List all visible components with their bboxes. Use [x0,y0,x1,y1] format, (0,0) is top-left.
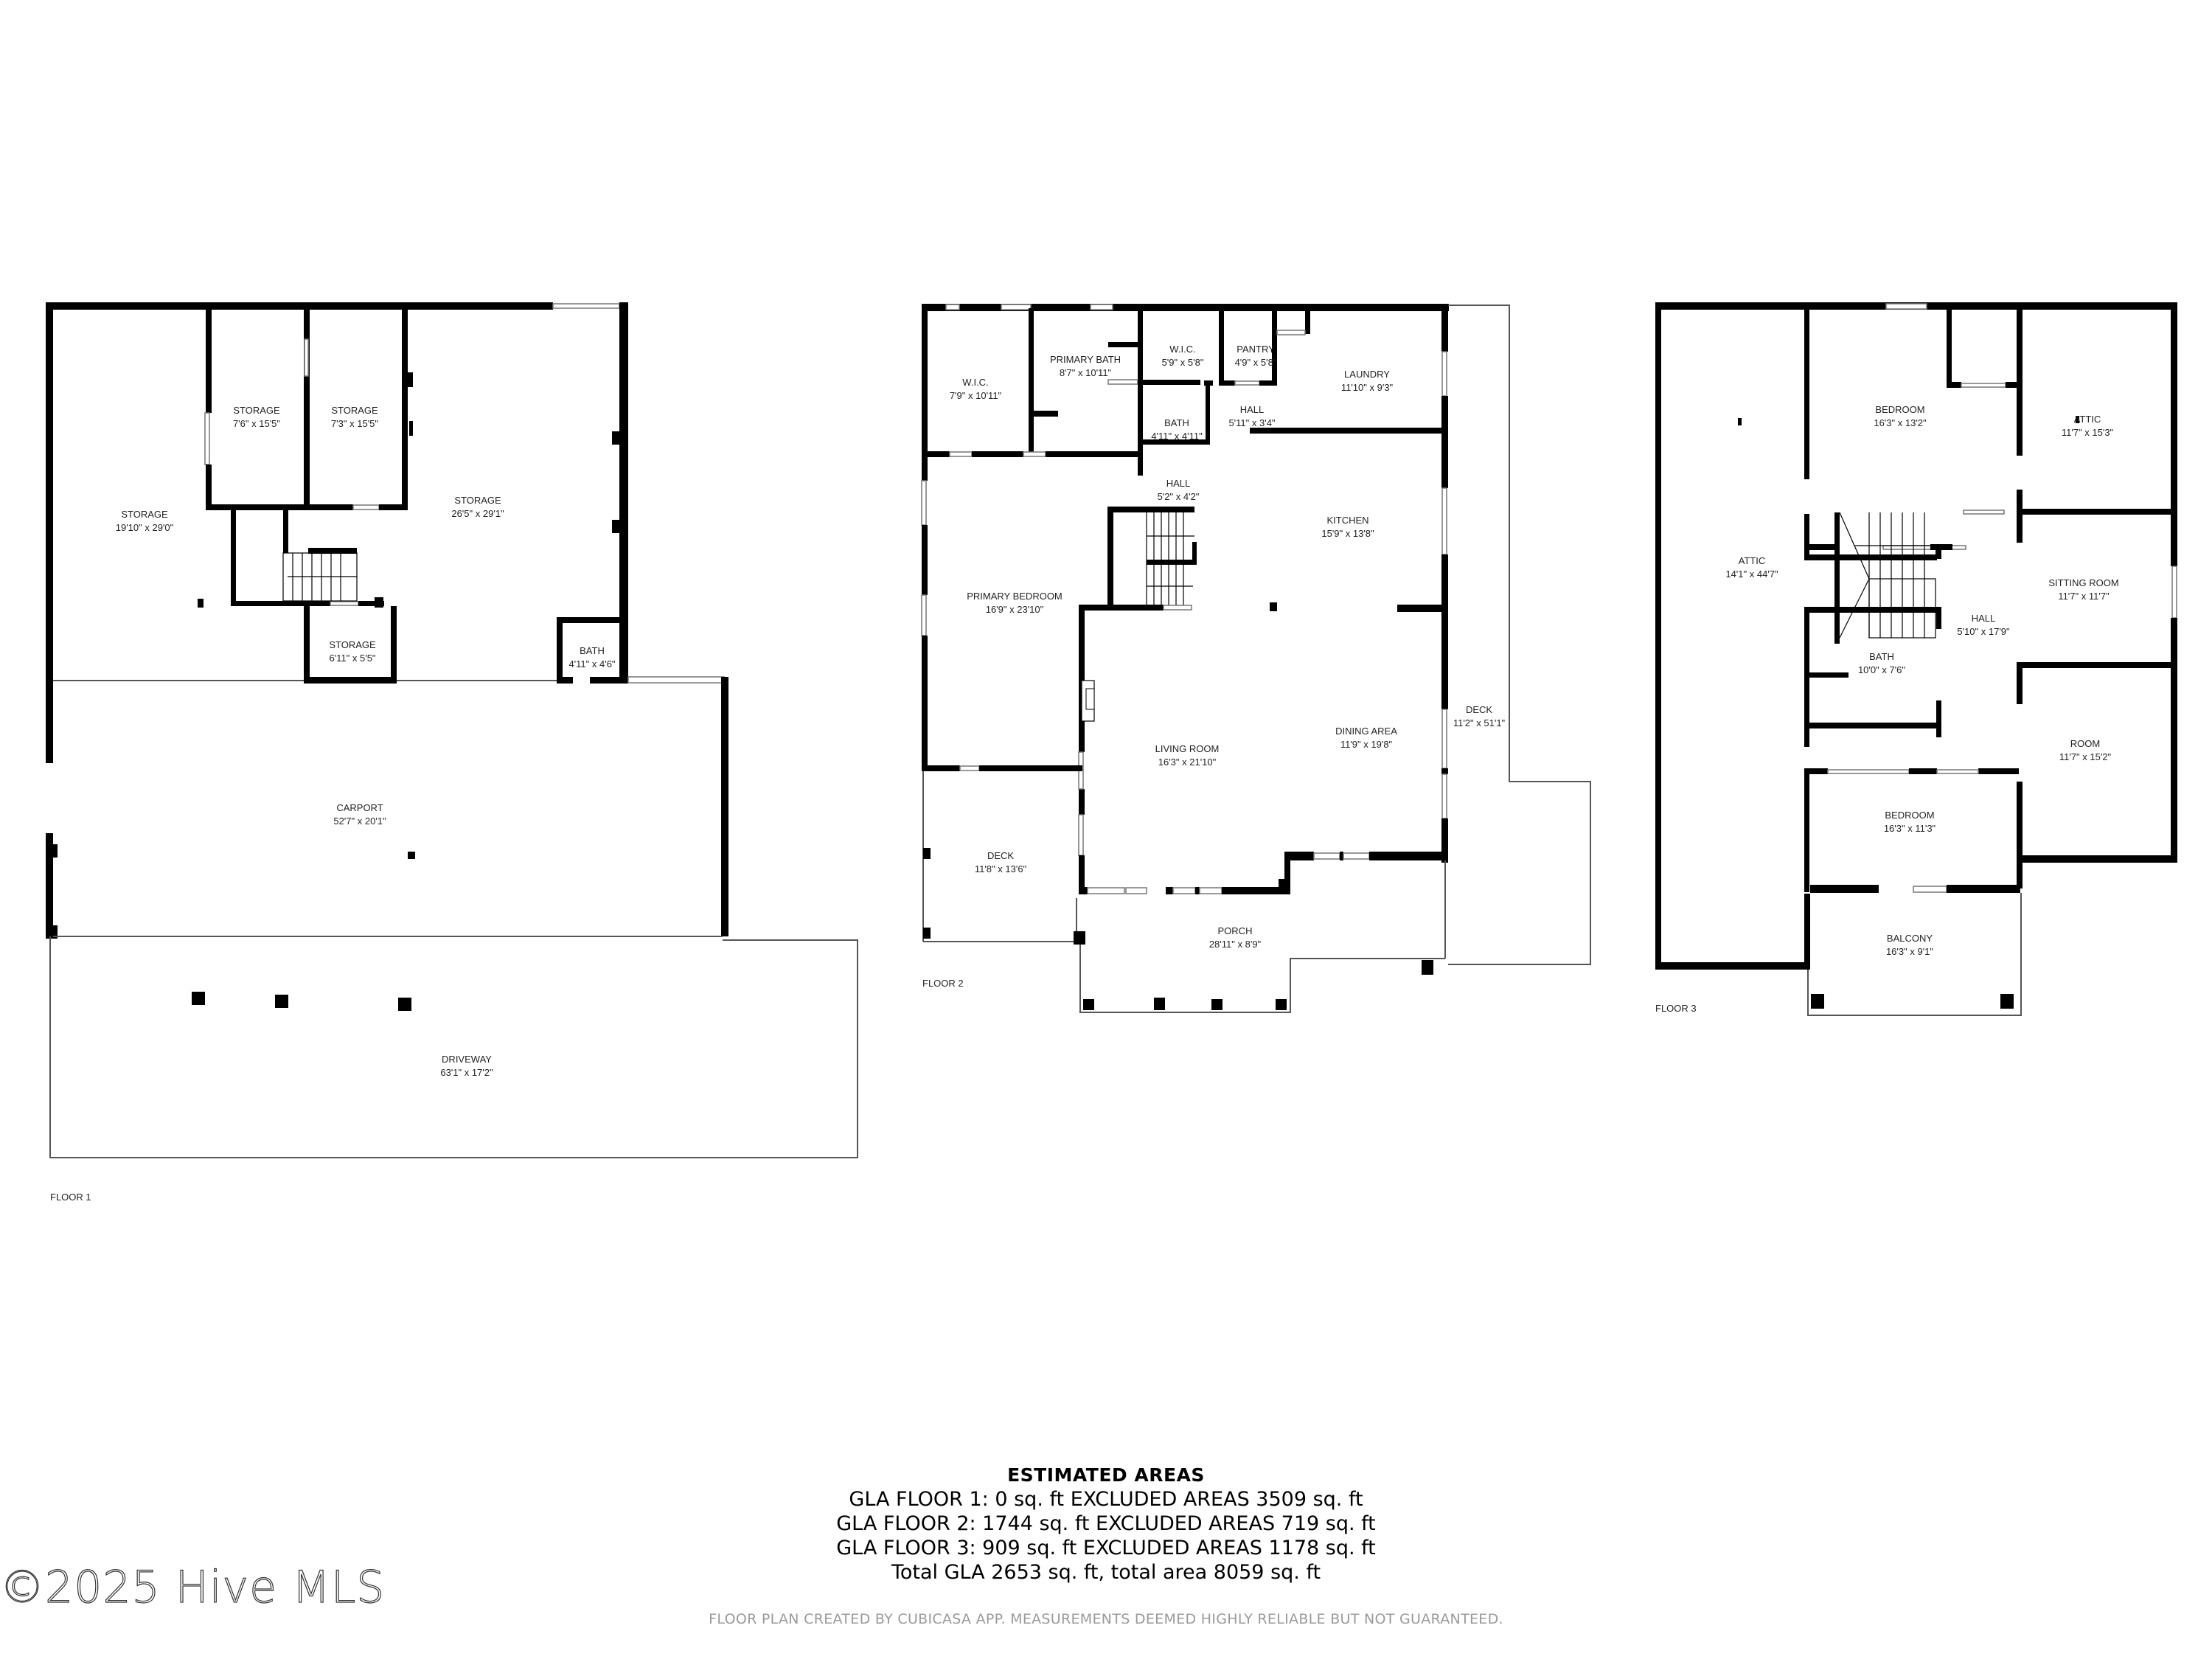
room-name: PORCH [1218,925,1253,936]
area-line-floor-1: GLA FLOOR 1: 0 sq. ft EXCLUDED AREAS 350… [849,1488,1363,1511]
floor-3-label: FLOOR 3 [1655,1003,1697,1014]
floor-1-label: FLOOR 1 [50,1192,91,1203]
room-name: BEDROOM [1885,810,1934,821]
room-dims: 6'11" x 5'5" [329,653,375,664]
room-dims: 16'3" x 21'10" [1158,757,1217,768]
floor-2-labels: W.I.C. 7'9" x 10'11" PRIMARY BATH 8'7" x… [922,344,1506,989]
room-name: KITCHEN [1326,515,1368,526]
room-name: PANTRY [1237,344,1275,355]
room-name: HALL [1972,613,1996,624]
room-name: W.I.C. [1169,344,1195,355]
room-dims: 4'9" x 5'8" [1235,357,1277,368]
room-name: STORAGE [329,639,376,650]
room-name: BEDROOM [1875,404,1924,415]
floor-2-label: FLOOR 2 [922,978,964,989]
disclaimer: FLOOR PLAN CREATED BY CUBICASA APP. MEAS… [709,1611,1503,1627]
room-dims: 11'2" x 51'1" [1453,717,1506,728]
room-name: STORAGE [454,495,501,506]
room-dims: 15'9" x 13'8" [1321,528,1374,539]
floor-3-labels: ATTIC 14'1" x 44'7" BEDROOM 16'3" x 13'2… [1655,404,2119,1014]
room-name: DRIVEWAY [442,1054,492,1065]
floor-3-plan [1655,302,2177,1016]
room-dims: 11'10" x 9'3" [1341,382,1394,393]
room-name: CARPORT [336,802,383,813]
room-dims: 8'7" x 10'11" [1060,367,1112,378]
room-dims: 11'7" x 15'2" [2059,751,2112,762]
room-name: ROOM [2070,738,2100,749]
room-name: DINING AREA [1335,726,1397,737]
estimated-areas-title: ESTIMATED AREAS [1007,1464,1205,1486]
room-dims: 11'7" x 11'7" [2058,591,2110,602]
room-name: ATTIC [1739,555,1766,566]
room-dims: 10'0" x 7'6" [1858,664,1905,675]
room-name: BATH [1869,651,1894,662]
room-dims: 7'3" x 15'5" [331,418,378,429]
room-dims: 5'10" x 17'9" [1957,626,2010,637]
room-name: ATTIC [2074,414,2101,425]
room-dims: 16'3" x 13'2" [1874,417,1927,428]
room-dims: 5'9" x 5'8" [1162,357,1204,368]
room-dims: 16'3" x 9'1" [1886,946,1933,957]
room-dims: 14'1" x 44'7" [1725,568,1778,580]
room-name: BATH [1164,417,1189,428]
room-dims: 5'2" x 4'2" [1158,491,1200,502]
room-name: HALL [1166,478,1191,489]
room-name: DECK [987,850,1014,861]
floor-1-plan [46,302,858,1158]
room-name: LAUNDRY [1344,369,1390,380]
room-name: W.I.C. [962,377,988,388]
room-dims: 63'1" x 17'2" [440,1067,493,1078]
room-dims: 19'10" x 29'0" [116,522,174,533]
room-name: DECK [1466,704,1492,715]
room-dims: 52'7" x 20'1" [333,815,386,827]
room-name: PRIMARY BEDROOM [967,591,1062,602]
floor-1-labels: STORAGE 19'10" x 29'0" STORAGE 7'6" x 15… [50,405,616,1203]
area-line-floor-2: GLA FLOOR 2: 1744 sq. ft EXCLUDED AREAS … [836,1512,1376,1535]
room-name: LIVING ROOM [1155,743,1220,754]
room-name: STORAGE [233,405,280,416]
room-name: HALL [1240,404,1265,415]
room-dims: 5'11" x 3'4" [1228,417,1275,428]
floor-2-plan [921,304,1591,1013]
room-dims: 4'11" x 4'11" [1151,431,1203,442]
room-dims: 16'9" x 23'10" [986,604,1044,615]
room-dims: 16'3" x 11'3" [1884,823,1936,834]
room-dims: 11'8" x 13'6" [975,863,1027,874]
room-name: PRIMARY BATH [1050,354,1121,365]
room-name: STORAGE [121,509,168,520]
room-dims: 4'11" x 4'6" [568,658,615,669]
room-name: BATH [580,645,605,656]
room-name: BALCONY [1887,933,1933,944]
area-line-floor-3: GLA FLOOR 3: 909 sq. ft EXCLUDED AREAS 1… [836,1537,1376,1559]
area-line-total: Total GLA 2653 sq. ft, total area 8059 s… [891,1561,1321,1584]
room-dims: 11'9" x 19'8" [1340,739,1393,750]
room-dims: 26'5" x 29'1" [451,508,504,519]
copyright-watermark: ©2025 Hive MLS [0,1561,386,1613]
room-dims: 11'7" x 15'3" [2062,427,2114,438]
room-name: STORAGE [331,405,378,416]
room-name: SITTING ROOM [2048,577,2118,588]
room-dims: 28'11" x 8'9" [1209,939,1262,950]
room-dims: 7'6" x 15'5" [233,418,280,429]
room-dims: 7'9" x 10'11" [950,390,1002,401]
estimated-areas: ESTIMATED AREAS GLA FLOOR 1: 0 sq. ft EX… [0,1464,2212,1585]
